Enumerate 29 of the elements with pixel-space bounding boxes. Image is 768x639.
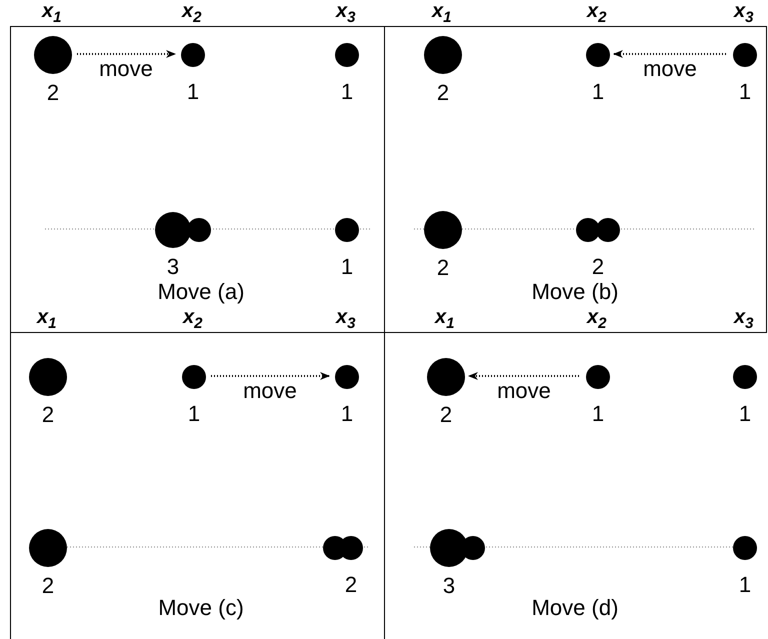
count-label: 2 xyxy=(344,574,358,596)
count-label: 2 xyxy=(592,256,604,278)
count-label: 2 xyxy=(440,404,452,426)
count-label: 3 xyxy=(166,256,180,278)
count-label: 1 xyxy=(592,403,604,425)
count-label: 1 xyxy=(340,256,354,278)
move-arrow xyxy=(613,50,726,58)
count-label: 3 xyxy=(442,575,456,597)
panel-caption: Move (a) xyxy=(158,279,244,305)
count-label: 1 xyxy=(738,574,752,596)
count-label: 1 xyxy=(340,81,354,103)
count-label: 2 xyxy=(436,257,450,279)
panel-caption: Move (c) xyxy=(158,595,244,621)
panel-caption: Move (b) xyxy=(532,279,618,305)
count-label: 1 xyxy=(340,403,354,425)
count-label: 1 xyxy=(592,81,604,103)
count-label: 1 xyxy=(188,403,200,425)
panel-caption: Move (d) xyxy=(532,595,618,621)
move-arrow xyxy=(468,372,579,380)
count-label: 1 xyxy=(186,81,200,103)
count-label: 2 xyxy=(436,82,450,104)
move-arrow xyxy=(77,50,176,58)
count-label: 2 xyxy=(42,575,54,597)
count-label: 2 xyxy=(42,404,54,426)
move-arrow xyxy=(211,372,330,380)
panel-frame xyxy=(384,26,767,332)
count-label: 1 xyxy=(738,403,752,425)
count-label: 1 xyxy=(738,81,752,103)
count-label: 2 xyxy=(46,82,60,104)
